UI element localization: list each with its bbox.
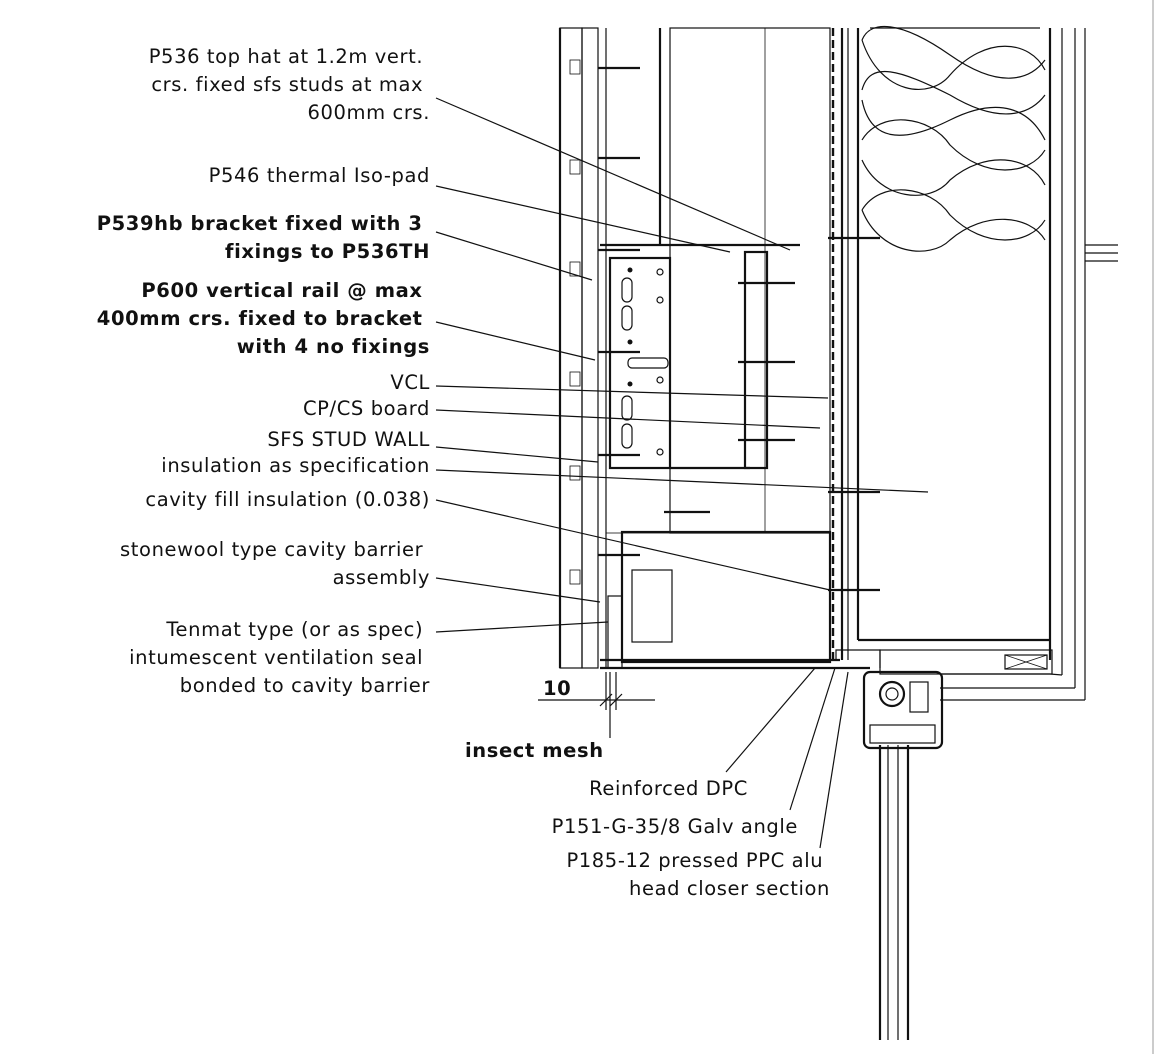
cladding-screws [598, 66, 640, 557]
label-galv-angle: P151-G-35/8 Galv angle [552, 815, 798, 838]
label-tenmat-seal: Tenmat type (or as spec) intumescent ven… [129, 618, 430, 697]
stud-wall-insulation [861, 25, 1046, 252]
label-insect-mesh: insect mesh [465, 739, 604, 762]
label-top-hat: P536 top hat at 1.2m vert. crs. fixed sf… [149, 45, 430, 124]
leader-lines [435, 97, 929, 849]
dimension-value: 10 [543, 677, 571, 700]
label-cavity-barrier: stonewool type cavity barrier assembly [120, 538, 430, 589]
dimension-10: 10 [538, 672, 655, 710]
label-vcl: VCL [390, 371, 430, 394]
label-bracket: P539hb bracket fixed with 3 fixings to P… [97, 212, 430, 263]
bracket-p539hb [608, 256, 750, 470]
cavity-fill-insulation [669, 27, 831, 534]
cladding-panels [558, 27, 599, 669]
label-sfs-stud-wall: SFS STUD WALL [267, 428, 430, 451]
label-cavity-fill: cavity fill insulation (0.038) [145, 488, 430, 511]
label-head-closer: P185-12 pressed PPC alu head closer sect… [566, 849, 830, 900]
vertical-rail-p600 [743, 250, 769, 470]
label-iso-pad: P546 thermal Iso-pad [209, 164, 430, 187]
stud-fixings [664, 236, 880, 592]
label-reinforced-dpc: Reinforced DPC [589, 777, 748, 800]
label-insulation-spec: insulation as specification [161, 454, 430, 477]
window-head-frame [862, 649, 1085, 1040]
intumescent-seal [607, 595, 623, 669]
label-vertical-rail: P600 vertical rail @ max 400mm crs. fixe… [97, 279, 430, 358]
label-cp-cs-board: CP/CS board [303, 397, 430, 420]
